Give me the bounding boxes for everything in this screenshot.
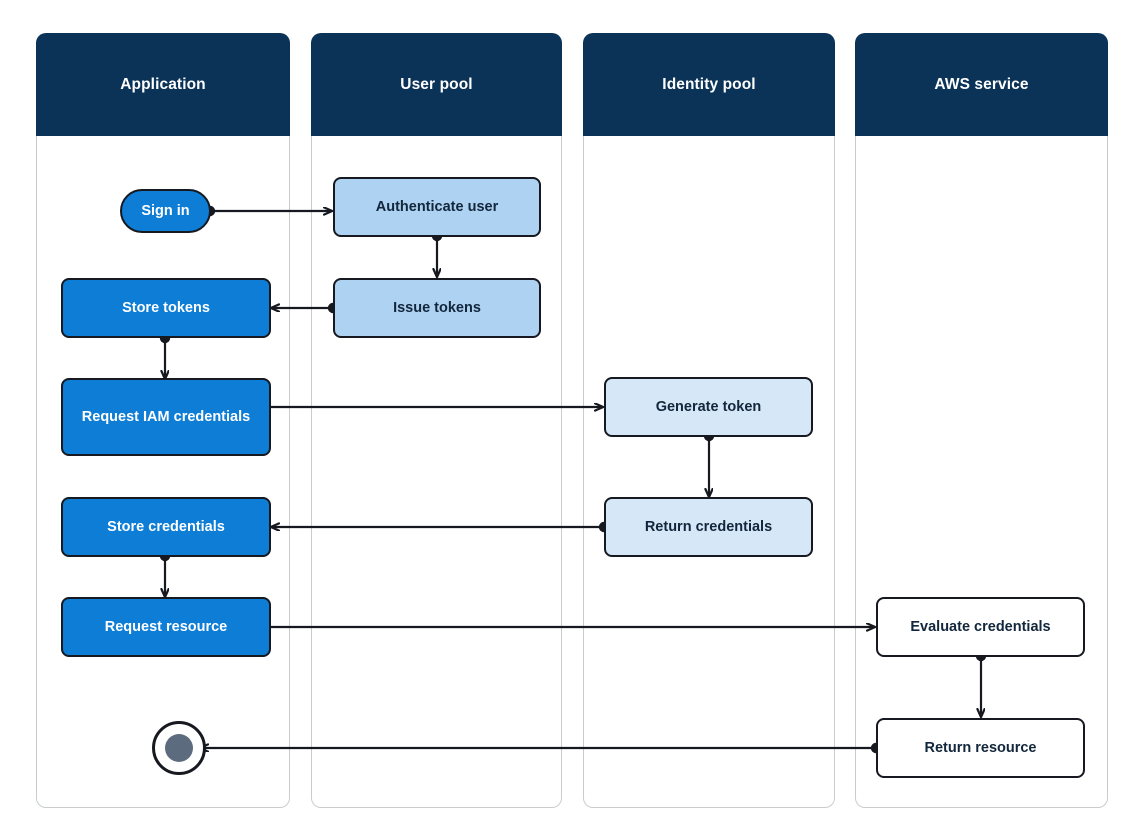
node-label-store-credentials: Store credentials — [107, 518, 225, 535]
lane-header-label-user-pool: User pool — [400, 75, 473, 93]
lane-header-identity-pool: Identity pool — [583, 33, 835, 136]
lane-application — [36, 135, 290, 808]
node-label-generate-token: Generate token — [655, 398, 762, 415]
node-return-resource[interactable]: Return resource — [876, 718, 1085, 778]
node-label-request-iam-credentials: Request IAM credentials — [81, 408, 251, 425]
lane-header-user-pool: User pool — [311, 33, 562, 136]
lane-identity-pool — [583, 135, 835, 808]
lane-header-label-application: Application — [120, 75, 206, 93]
node-authenticate-user[interactable]: Authenticate user — [333, 177, 541, 237]
node-request-resource[interactable]: Request resource — [61, 597, 271, 657]
node-request-iam-credentials[interactable]: Request IAM credentials — [61, 378, 271, 456]
node-end-circle[interactable] — [152, 721, 206, 775]
node-generate-token[interactable]: Generate token — [604, 377, 813, 437]
node-evaluate-credentials[interactable]: Evaluate credentials — [876, 597, 1085, 657]
node-label-authenticate-user: Authenticate user — [375, 198, 499, 215]
lane-header-label-aws-service: AWS service — [934, 75, 1029, 93]
lane-header-aws-service: AWS service — [855, 33, 1108, 136]
node-label-store-tokens: Store tokens — [122, 299, 210, 316]
node-label-return-credentials: Return credentials — [644, 518, 773, 535]
node-label-sign-in: Sign in — [141, 202, 190, 219]
node-store-credentials[interactable]: Store credentials — [61, 497, 271, 557]
lane-header-label-identity-pool: Identity pool — [662, 75, 756, 93]
node-label-return-resource: Return resource — [924, 739, 1037, 756]
node-issue-tokens[interactable]: Issue tokens — [333, 278, 541, 338]
end-node-fill — [164, 733, 194, 763]
node-label-evaluate-credentials: Evaluate credentials — [910, 618, 1051, 635]
node-label-issue-tokens: Issue tokens — [393, 299, 481, 316]
lane-aws-service — [855, 135, 1108, 808]
node-label-request-resource: Request resource — [104, 618, 228, 635]
node-store-tokens[interactable]: Store tokens — [61, 278, 271, 338]
node-return-credentials[interactable]: Return credentials — [604, 497, 813, 557]
lane-header-application: Application — [36, 33, 290, 136]
node-sign-in[interactable]: Sign in — [120, 189, 211, 233]
